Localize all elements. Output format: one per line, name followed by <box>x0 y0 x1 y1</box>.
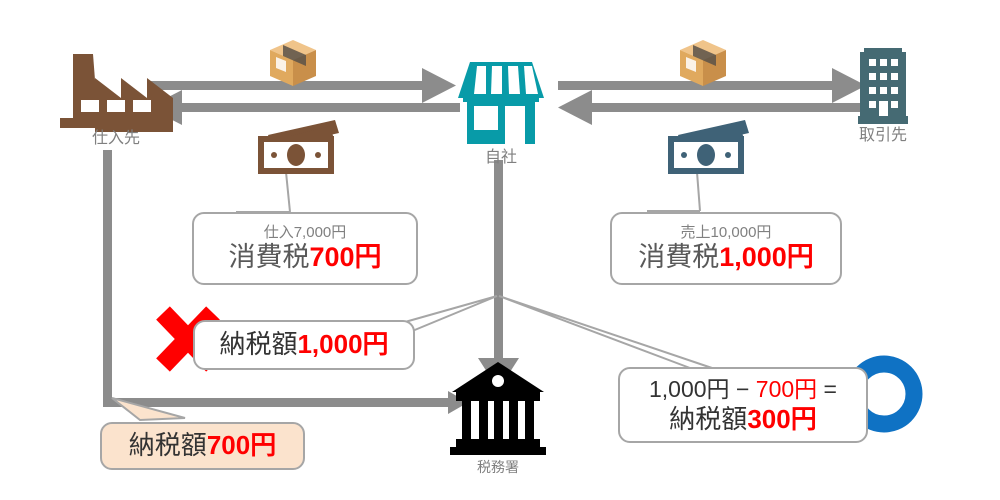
storefront-detail <box>474 66 538 144</box>
flow-arrows <box>103 68 870 414</box>
sales-bubble-maintext: 消費税1,000円 <box>638 241 814 273</box>
arrow-goods-supplier-to-self <box>148 68 456 103</box>
supplier-tax-bubble-tail <box>111 397 186 422</box>
node-label-supplier: 仕入先 <box>91 130 140 147</box>
banknote-icon-purchase <box>258 120 339 174</box>
purchase-bubble: 仕入7,000円 消費税700円 <box>192 212 418 285</box>
sales-tax-amount: 1,000円 <box>719 241 814 272</box>
calc-result-amount: 300円 <box>747 403 817 434</box>
calc-result-label: 納税額 <box>669 403 748 434</box>
node-label-client: 取引先 <box>858 127 907 144</box>
banknote-icon-sales <box>668 120 749 174</box>
sales-tax-label: 消費税 <box>638 241 720 272</box>
sales-bubble-subtext: 売上10,000円 <box>680 223 772 241</box>
wrong-tax-label: 納税額 <box>219 329 298 360</box>
factory-icon <box>60 54 173 132</box>
calc-bubble-line2: 納税額300円 <box>669 404 816 435</box>
office-building-windows <box>869 59 898 116</box>
wrong-tax-bubble: 納税額1,000円 <box>193 320 415 370</box>
supplier-tax-bubble: 納税額700円 <box>100 422 305 470</box>
supplier-tax-label: 納税額 <box>128 430 207 461</box>
arrow-self-to-tax-office <box>478 160 519 390</box>
arrow-money-client-to-self <box>558 90 870 125</box>
government-bank-oculus <box>492 375 504 387</box>
calc-equals-sign: = <box>823 376 837 403</box>
purchase-tax-amount: 700円 <box>309 241 382 272</box>
calc-minus-sign: − <box>735 376 750 403</box>
factory-windows <box>81 100 151 112</box>
wrong-tax-text: 納税額1,000円 <box>219 329 388 360</box>
tail-purchase <box>236 171 291 213</box>
calc-bubble: 1,000円 − 700円 = 納税額300円 <box>618 367 868 443</box>
calc-sales-tax: 1,000円 <box>649 376 730 403</box>
supplier-tax-text: 納税額700円 <box>129 430 276 461</box>
package-box-icon-right <box>680 40 726 86</box>
purchase-bubble-maintext: 消費税700円 <box>228 241 381 273</box>
calc-bubble-line1: 1,000円 − 700円 = <box>649 375 837 404</box>
wrong-tax-amount: 1,000円 <box>297 329 389 360</box>
package-box-icon-left <box>270 40 316 86</box>
arrow-money-self-to-supplier <box>148 90 460 125</box>
calc-purchase-tax: 700円 <box>755 376 818 403</box>
node-label-tax-office: 税務署 <box>477 459 519 475</box>
purchase-tax-label: 消費税 <box>228 241 310 272</box>
purchase-bubble-subtext: 仕入7,000円 <box>263 223 347 241</box>
arrow-supplier-to-tax-office <box>103 150 468 414</box>
node-label-self: 自社 <box>484 149 517 166</box>
sales-bubble: 売上10,000円 消費税1,000円 <box>610 212 842 285</box>
supplier-tax-amount: 700円 <box>206 430 277 461</box>
arrow-goods-self-to-client <box>558 68 866 103</box>
